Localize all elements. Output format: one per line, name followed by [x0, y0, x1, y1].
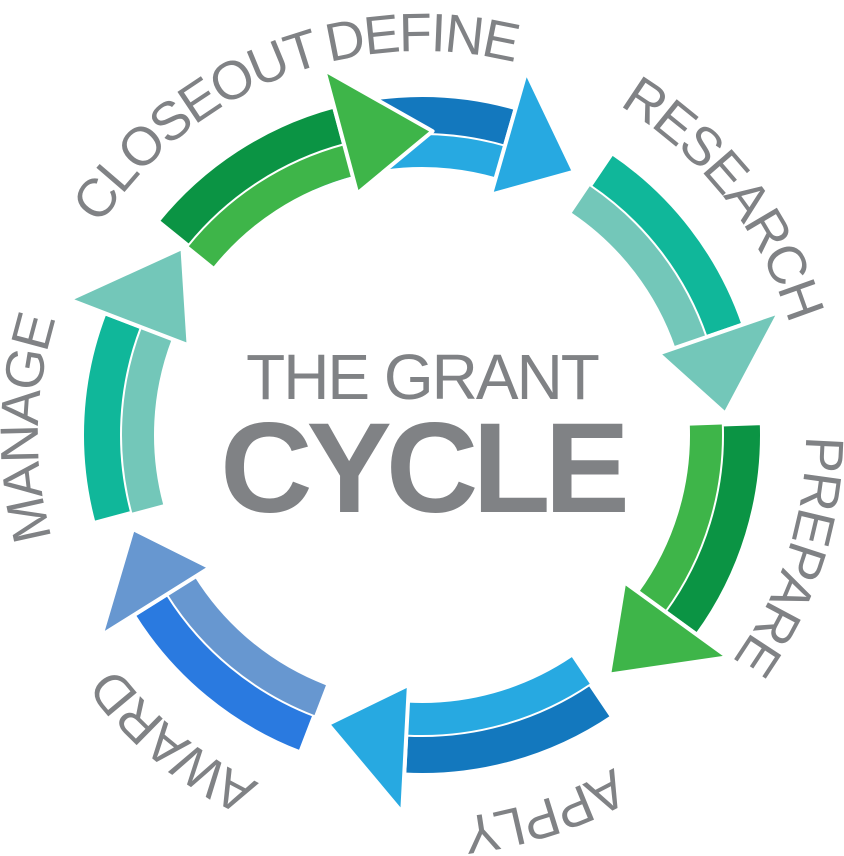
- arrowhead-define: [488, 69, 576, 197]
- stage-label-apply: APPLY: [461, 757, 636, 856]
- arrowhead-manage: [67, 245, 191, 348]
- arc-inner-award: [167, 577, 326, 716]
- arc-inner-apply: [406, 657, 590, 736]
- arrowhead-apply: [326, 682, 411, 815]
- arrowhead-research: [656, 309, 782, 416]
- arc-inner-closeout: [188, 145, 353, 267]
- arrowhead-award: [99, 526, 212, 638]
- stage-label-define: DEFINE: [320, 3, 524, 74]
- arc-inner-manage: [121, 327, 172, 513]
- title-line-2: CYCLE: [220, 397, 630, 540]
- arrowhead-prepare: [607, 579, 730, 677]
- arc-inner-prepare: [638, 424, 723, 612]
- stage-label-manage: MANAGE: [0, 307, 67, 548]
- arc-inner-research: [571, 186, 706, 348]
- title-line-1: THE GRANT: [246, 341, 600, 413]
- arrowhead-closeout: [322, 67, 435, 196]
